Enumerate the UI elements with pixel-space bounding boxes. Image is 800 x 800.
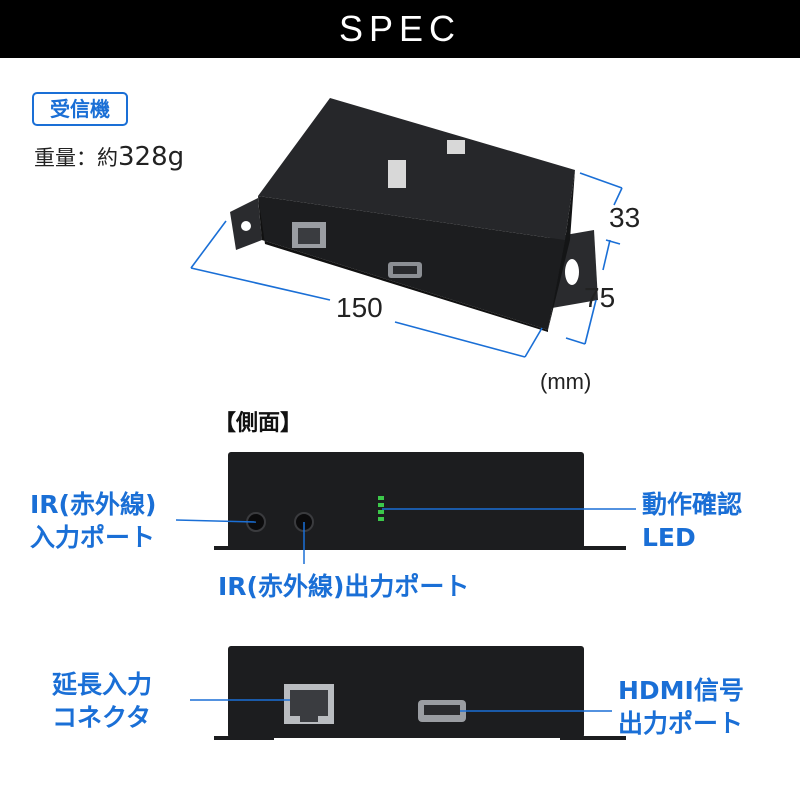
callout-ir-input: IR(赤外線) 入力ポート: [30, 490, 157, 552]
callout-ir-output: IR(赤外線)出力ポート: [218, 572, 470, 601]
receiver-badge: 受信機: [32, 92, 128, 126]
device-3d-illustration: [230, 98, 598, 332]
flange-left-1: [214, 546, 274, 550]
side-panel-ir: [228, 452, 584, 550]
dim-width: 150: [336, 292, 383, 323]
callout-extension-input: 延長入力 コネクタ: [52, 670, 153, 732]
callout-hdmi-output: HDMI信号 出力ポート: [618, 676, 744, 738]
hdmi-port-icon: [418, 700, 466, 722]
flange-right-2: [560, 736, 626, 740]
lan-port-icon: [284, 684, 334, 724]
weight-value: 328g: [118, 142, 185, 172]
page-header: SPEC: [0, 0, 800, 58]
side-view-title: 【側面】: [214, 411, 303, 436]
callout-led: 動作確認 LED: [642, 490, 743, 552]
dimension-lines: [190, 172, 623, 358]
flange-left-2: [214, 736, 274, 740]
flange-right-1: [560, 546, 626, 550]
connector-panel-details: [284, 684, 466, 724]
dim-depth: 75: [584, 282, 616, 313]
side-panel-connectors: [228, 646, 584, 738]
status-led-icon: [378, 496, 384, 521]
dim-height: 33: [609, 202, 641, 233]
weight-text: 重量：約328g: [34, 142, 184, 172]
dim-unit: (mm): [540, 369, 592, 394]
weight-label: 重量：約: [34, 146, 118, 170]
